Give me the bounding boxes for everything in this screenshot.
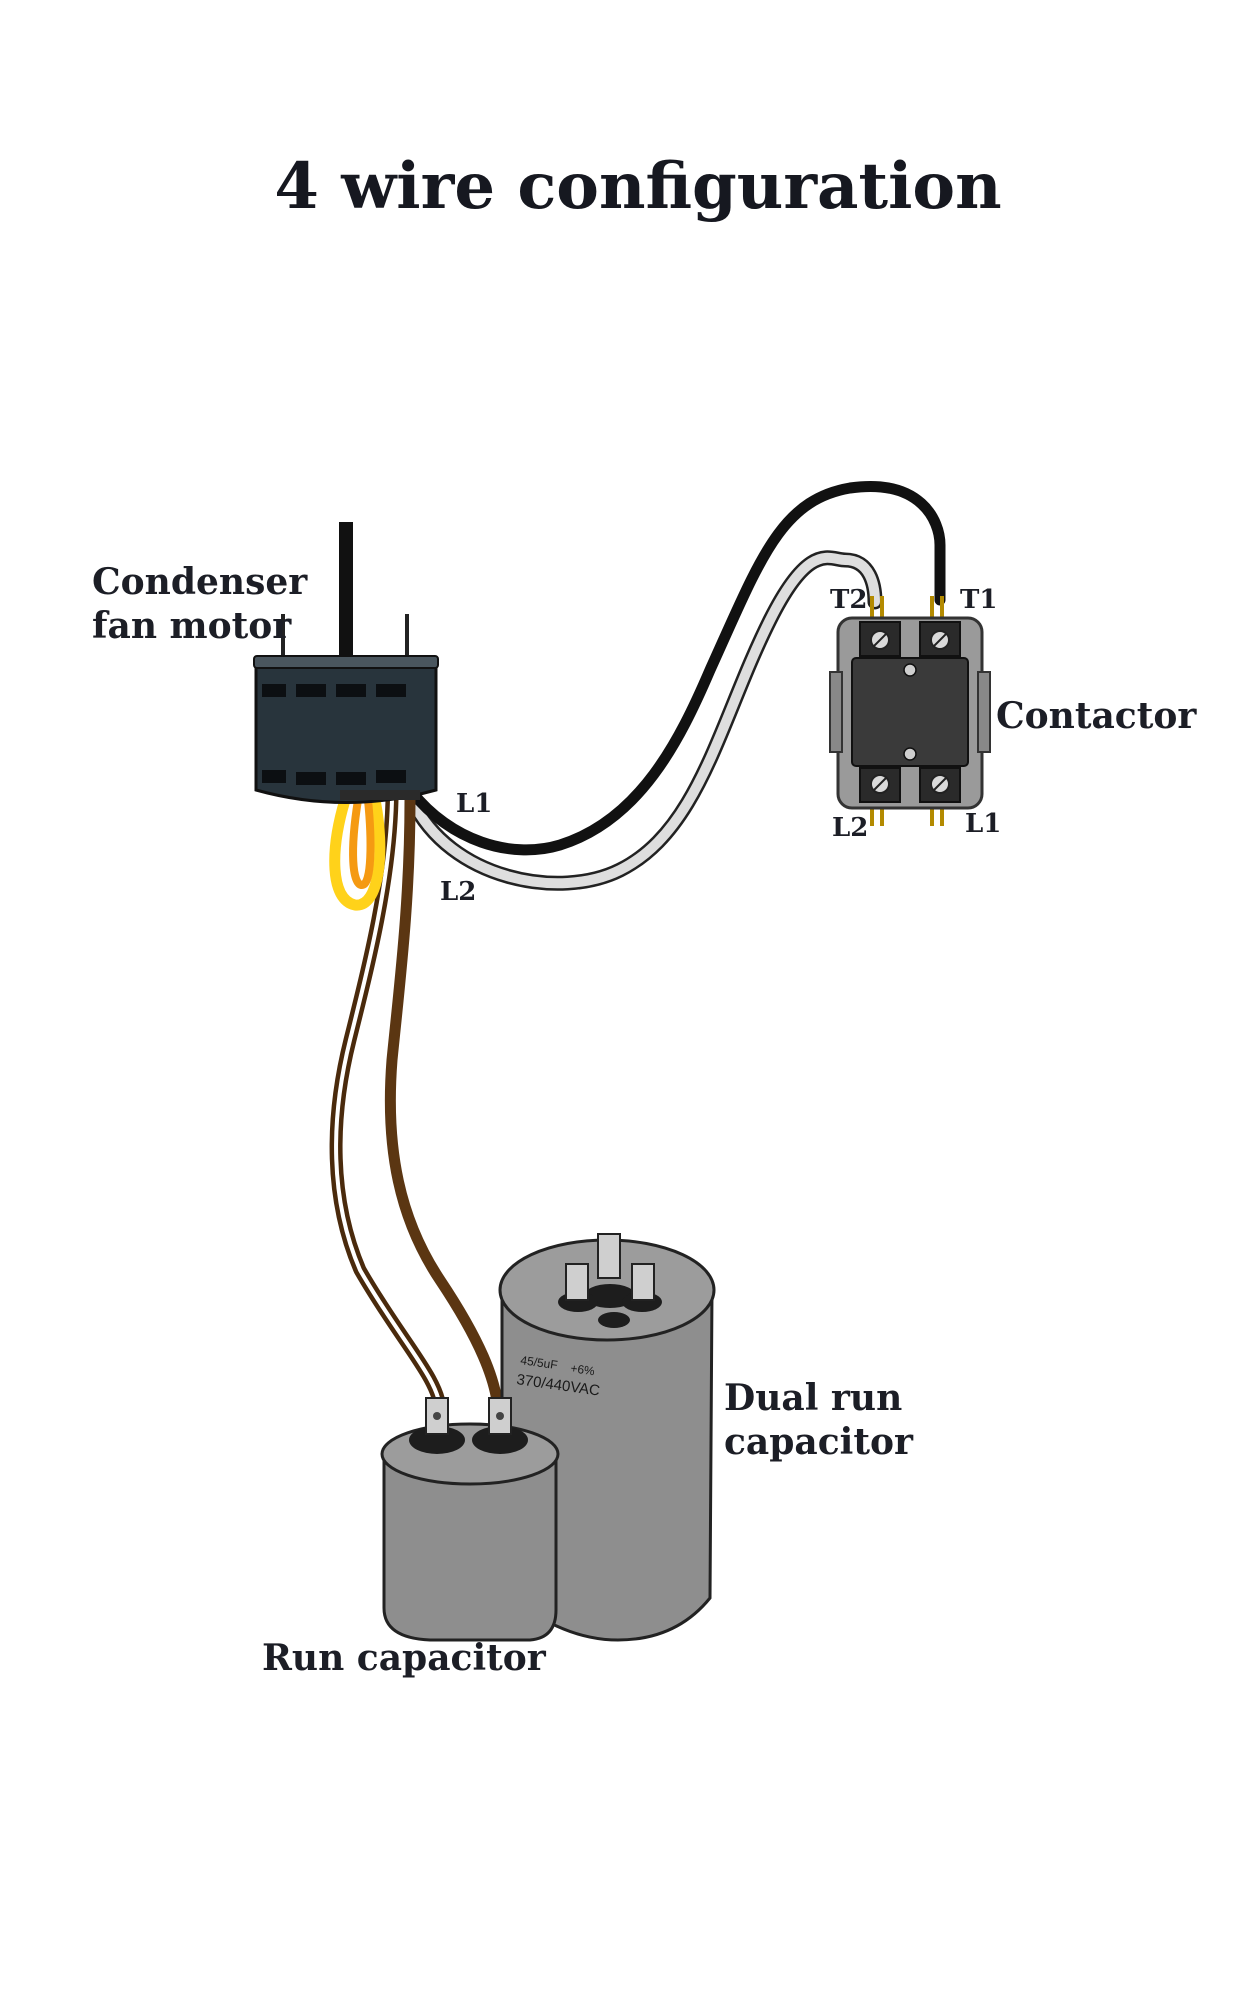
dual-cap-rating: 45/5uF — [520, 1353, 559, 1372]
contactor-terminal-t2: T2 — [830, 585, 867, 615]
contactor-terminal-t1: T1 — [960, 585, 997, 615]
motor-terminal-l1: L1 — [456, 789, 492, 819]
brown-wire — [384, 794, 504, 1416]
motor-label-line2: fan motor — [92, 605, 292, 647]
capacitor-wires — [329, 793, 504, 1417]
motor-terminal-l2: L2 — [440, 877, 476, 907]
dual-cap-tolerance: +6% — [570, 1361, 596, 1378]
dual-cap-label-line1: Dual run — [724, 1377, 902, 1419]
contactor-terminal-l2: L2 — [832, 813, 868, 843]
diagram-title: 4 wire configuration — [274, 149, 1001, 224]
dual-cap-label-line2: capacitor — [724, 1421, 914, 1463]
motor-label-line1: Condenser — [92, 561, 308, 603]
contactor — [829, 596, 991, 826]
yellow-orange-loop — [329, 794, 386, 911]
contactor-terminal-l1: L1 — [965, 809, 1001, 839]
white-wire — [404, 550, 883, 891]
contactor-label: Contactor — [996, 695, 1197, 737]
contactor-wires — [404, 481, 946, 891]
run-capacitor — [380, 1397, 560, 1642]
black-wire — [406, 481, 946, 856]
fan-motor — [253, 522, 439, 804]
run-cap-label: Run capacitor — [262, 1637, 547, 1679]
